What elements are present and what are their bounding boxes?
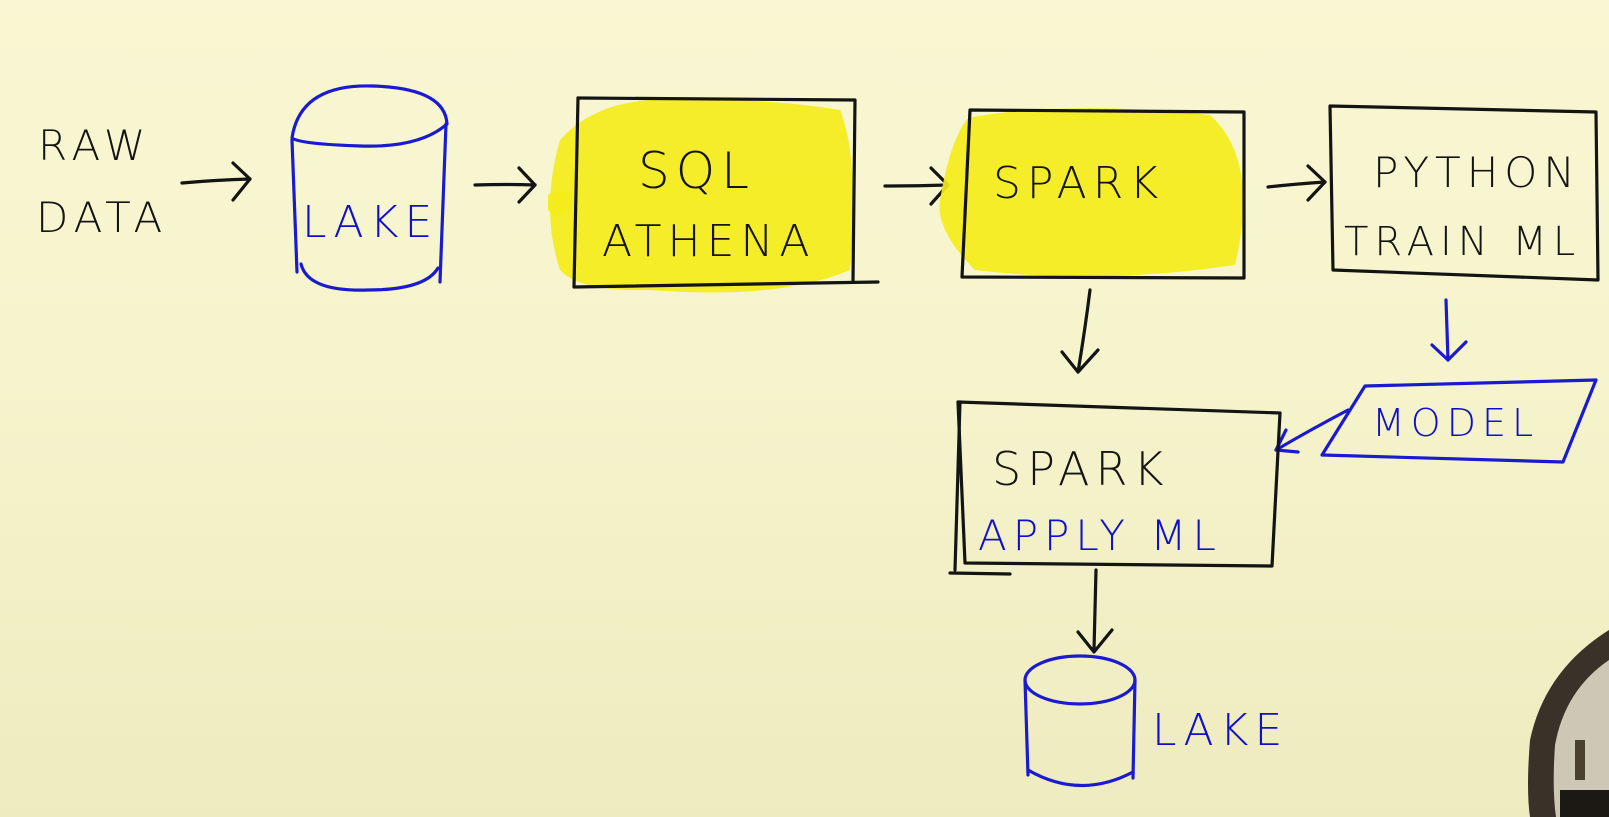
model-label: MODEL	[1372, 401, 1539, 445]
arrow-raw-to-lake	[180, 161, 252, 202]
spark-apply-line2: APPLY ML	[978, 511, 1222, 560]
spark-transform-node: SPARK	[939, 108, 1246, 280]
raw-data-node: RAW DATA	[36, 121, 168, 242]
arrow-lake-to-sql	[473, 166, 537, 204]
arrow-sql-to-spark	[883, 166, 950, 206]
arrow-model-to-apply	[1274, 408, 1350, 454]
python-train-line2: TRAIN ML	[1344, 219, 1581, 265]
python-train-line1: PYTHON	[1373, 148, 1581, 197]
raw-data-line2: DATA	[36, 193, 168, 242]
spark-apply-node: SPARK APPLY ML	[948, 400, 1282, 576]
webcam-overlay	[1528, 630, 1609, 817]
spark-apply-line1: SPARK	[992, 442, 1170, 496]
arrow-apply-to-lake	[1076, 568, 1114, 654]
lake-output-node: LAKE	[1023, 654, 1288, 788]
lake-output-label: LAKE	[1152, 705, 1288, 756]
arrow-python-to-model	[1430, 298, 1468, 362]
python-train-node: PYTHON TRAIN ML	[1328, 104, 1600, 282]
raw-data-line1: RAW	[38, 121, 151, 170]
lake-source-node: LAKE	[290, 84, 449, 292]
arrow-spark-to-apply	[1060, 288, 1100, 374]
sql-athena-line1: SQL	[638, 142, 755, 200]
spark-transform-label: SPARK	[993, 158, 1164, 209]
lake-source-label: LAKE	[302, 197, 438, 248]
arrow-spark-to-python	[1266, 164, 1327, 202]
sql-athena-line2: ATHENA	[602, 216, 815, 267]
sql-athena-node: SQL ATHENA	[548, 96, 880, 293]
model-node: MODEL	[1320, 378, 1598, 464]
